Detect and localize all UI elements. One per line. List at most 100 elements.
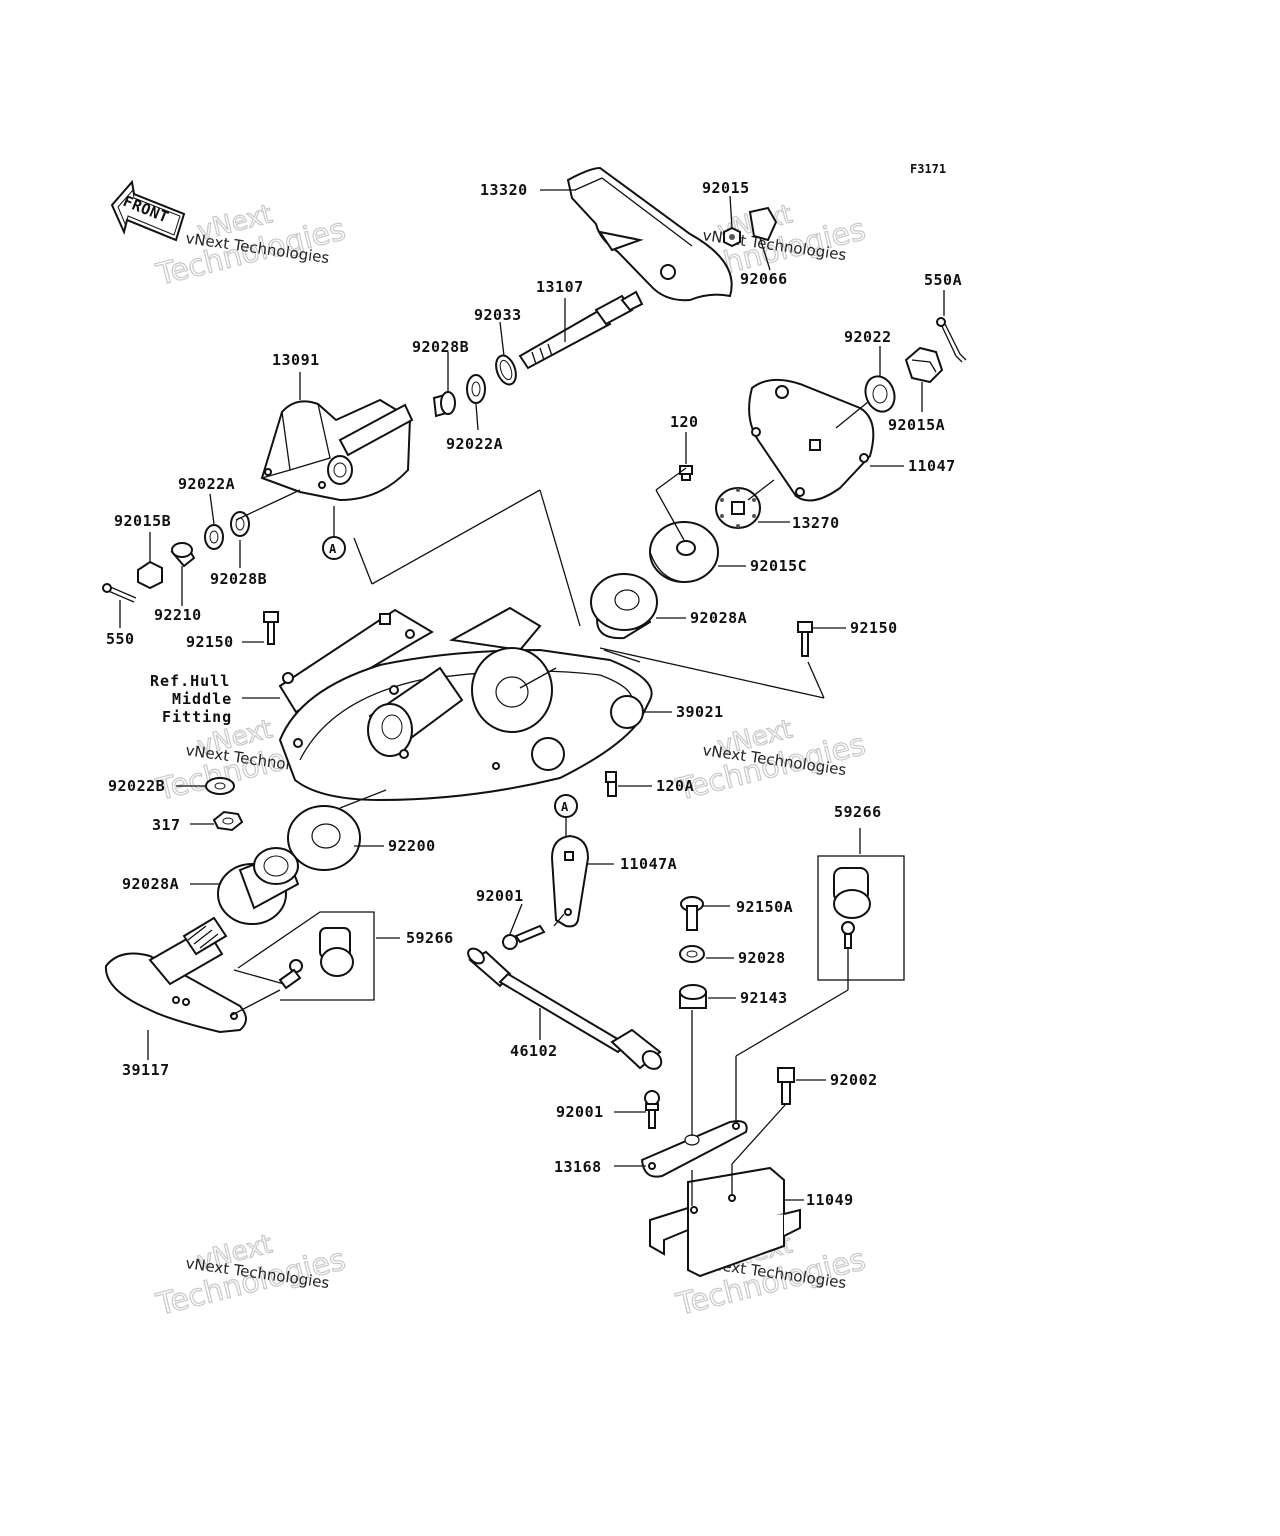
label-39021: 39021 [676, 703, 724, 721]
washer-right-part [864, 375, 896, 413]
label-92015b: 92015B [114, 512, 171, 530]
ball-joint-left-part [278, 927, 354, 990]
bolt-92150a-part [680, 896, 704, 931]
figure-id: F3171 [910, 162, 946, 176]
link-plate-part [640, 1120, 748, 1178]
label-13270: 13270 [792, 514, 840, 532]
label-ref-line3: Fitting [162, 708, 232, 726]
label-120a: 120A [656, 777, 694, 795]
ball-stud-top-part [502, 924, 546, 950]
large-washer-part [287, 805, 361, 871]
label-46102: 46102 [510, 1042, 558, 1060]
label-11049: 11049 [806, 1191, 854, 1209]
label-92022a-left: 92022A [178, 475, 235, 493]
bolt-left-part [263, 611, 279, 645]
label-11047a: 11047A [620, 855, 677, 873]
small-nut-part [723, 226, 741, 248]
label-317: 317 [152, 816, 181, 834]
label-92200: 92200 [388, 837, 436, 855]
roller-part [531, 695, 644, 771]
cotter-pin-left-part [102, 583, 137, 603]
bolt-right-part [797, 621, 813, 657]
callout-a-top: A [322, 536, 346, 560]
label-92066: 92066 [740, 270, 788, 288]
label-92015c: 92015C [750, 557, 807, 575]
kit-box-left [237, 911, 375, 1001]
label-92015: 92015 [702, 179, 750, 197]
label-39117: 39117 [122, 1061, 170, 1079]
bracket-arm-part [748, 378, 875, 502]
label-92210: 92210 [154, 606, 202, 624]
svg-text:A: A [329, 542, 337, 556]
kit-box-right [817, 855, 905, 981]
hex-nut-317-part [212, 810, 244, 832]
steering-rod-part [467, 947, 663, 1070]
label-13091: 13091 [272, 351, 320, 369]
washer-top-part [466, 374, 486, 404]
ball-joint-right-part [833, 867, 871, 949]
bushing-upper-large-part [590, 573, 658, 640]
leader-lines [119, 189, 945, 1206]
washer-small-part [205, 777, 235, 795]
washer-left-part [204, 524, 224, 550]
hull-fitting-part [278, 608, 434, 714]
label-550a: 550A [924, 271, 962, 289]
label-92028b-top: 92028B [412, 338, 469, 356]
callout-a-bottom: A [554, 794, 578, 836]
label-13168: 13168 [554, 1158, 602, 1176]
label-92028a-top: 92028A [690, 609, 747, 627]
watermark-mid-right: vNext Technologies vNext Technologies [672, 714, 870, 809]
label-13107: 13107 [536, 278, 584, 296]
label-ref-line2: Middle [172, 690, 232, 708]
collar-92028-part [679, 945, 705, 963]
bracket-small-part [550, 834, 590, 928]
bushing-left-part [230, 511, 250, 537]
spacer-part [679, 984, 707, 1009]
label-ref-line1: Ref.Hull [150, 672, 230, 690]
mount-bracket-part [649, 1166, 801, 1278]
label-92022a-top: 92022A [446, 435, 503, 453]
label-92033: 92033 [474, 306, 522, 324]
steering-housing-part [260, 398, 414, 502]
label-59266-left: 59266 [406, 929, 454, 947]
label-92002: 92002 [830, 1071, 878, 1089]
label-11047: 11047 [908, 457, 956, 475]
label-92028a-bottom: 92028A [122, 875, 179, 893]
label-92150-right: 92150 [850, 619, 898, 637]
label-59266-right: 59266 [834, 803, 882, 821]
label-92143: 92143 [740, 989, 788, 1007]
label-92001-top: 92001 [476, 887, 524, 905]
label-92150a: 92150A [736, 898, 793, 916]
label-92001-bottom: 92001 [556, 1103, 604, 1121]
bushing-lower-large-part [217, 847, 300, 925]
watermark-bottom-left: vNext Technologies vNext Technologies [152, 1229, 350, 1324]
bolt-92002-part [777, 1067, 795, 1105]
circlip-part [495, 354, 517, 386]
cotter-pin-top-part [936, 317, 967, 363]
screw-120a-part [605, 771, 617, 797]
steering-lever-part [104, 916, 247, 1034]
label-92022: 92022 [844, 328, 892, 346]
castle-nut-part [904, 346, 944, 384]
part-labels: 13320 92015 92066 550A 13107 92033 92028… [106, 179, 962, 1209]
label-550: 550 [106, 630, 135, 648]
front-arrow-icon: FRONT [110, 179, 186, 242]
spline-plate-part [715, 487, 761, 529]
label-92022b: 92022B [108, 777, 165, 795]
clip-part [748, 206, 778, 242]
castle-nut-left-part [137, 560, 163, 590]
label-13320: 13320 [480, 181, 528, 199]
label-92028: 92028 [738, 949, 786, 967]
label-92015a: 92015A [888, 416, 945, 434]
ball-stud-bottom-part [644, 1090, 660, 1129]
svg-text:A: A [561, 800, 569, 814]
large-nut-part [649, 521, 719, 583]
collar-part [170, 542, 196, 568]
steering-shaft-part [518, 290, 644, 370]
label-120: 120 [670, 413, 699, 431]
handle-grip-part [566, 166, 733, 302]
label-92150-left: 92150 [186, 633, 234, 651]
bushing-top-part [432, 391, 456, 418]
screw-120-part [679, 465, 693, 481]
